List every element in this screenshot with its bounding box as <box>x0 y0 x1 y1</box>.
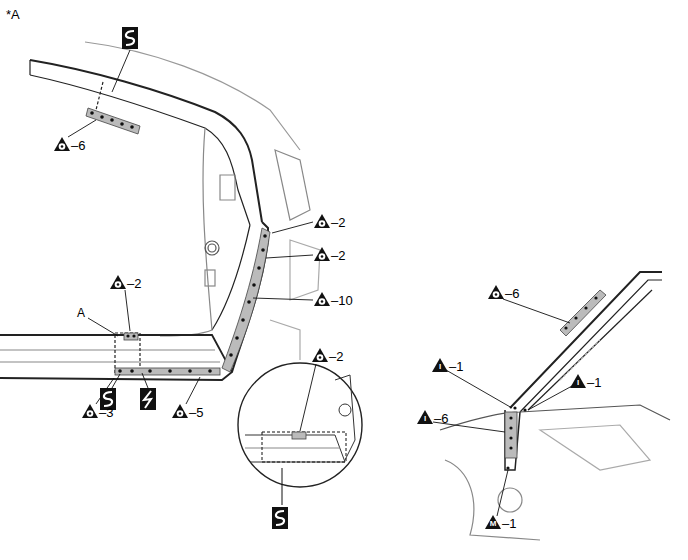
weld-circle <box>317 354 324 361</box>
callout-number: –2 <box>127 277 141 290</box>
callout-number: –6 <box>434 412 448 425</box>
weld-dot <box>89 412 92 415</box>
weld-triangle <box>314 247 330 261</box>
weld-symbol <box>314 247 330 261</box>
weld-triangle <box>82 404 98 418</box>
callout-number: –6 <box>71 139 85 152</box>
weld-triangle <box>312 348 328 362</box>
weld-dot <box>61 145 64 148</box>
weld-symbol <box>82 404 98 418</box>
weld-triangle <box>314 214 330 228</box>
callout-number: –6 <box>505 287 519 300</box>
weld-dot <box>319 356 322 359</box>
weld-circle <box>177 410 184 417</box>
weld-triangle <box>110 275 126 289</box>
weld-symbol <box>432 358 448 372</box>
leader-line <box>68 50 572 516</box>
icon-letter: I <box>439 363 441 371</box>
weld-circle <box>319 220 326 227</box>
weld-circle <box>319 298 326 305</box>
weld-triangle <box>570 374 586 388</box>
weld-circle <box>319 253 326 260</box>
icon-letter: I <box>424 415 426 423</box>
weld-dot <box>321 222 324 225</box>
weld-dot <box>179 412 182 415</box>
callout-number: –1 <box>587 376 601 389</box>
weld-symbol <box>570 374 586 388</box>
weld-symbol <box>314 214 330 228</box>
weld-symbol <box>54 137 70 151</box>
right-body-view <box>440 272 670 540</box>
callout-number: –5 <box>189 406 203 419</box>
weld-dot <box>117 283 120 286</box>
weld-triangle <box>417 410 433 424</box>
weld-triangle <box>314 292 330 306</box>
weld-symbol <box>314 292 330 306</box>
callout-number: –2 <box>331 216 345 229</box>
callout-number: –1 <box>449 360 463 373</box>
weld-dot <box>495 293 498 296</box>
weld-dot <box>321 255 324 258</box>
weld-triangle <box>432 358 448 372</box>
label-text: A <box>77 307 85 319</box>
weld-symbol <box>485 515 501 529</box>
weld-triangle <box>485 515 501 529</box>
detail-inset <box>238 363 362 505</box>
weld-triangle <box>172 404 188 418</box>
weld-circle <box>493 291 500 298</box>
callout-number: –2 <box>331 249 345 262</box>
callout-number: –2 <box>329 350 343 363</box>
section-symbol <box>100 27 288 529</box>
weld-symbol <box>172 404 188 418</box>
weld-triangle <box>488 285 504 299</box>
weld-symbol <box>417 410 433 424</box>
weld-symbol <box>312 348 328 362</box>
left-body-side <box>0 42 320 380</box>
callout-number: –3 <box>99 406 113 419</box>
weld-circle <box>115 281 122 288</box>
weld-dot <box>506 296 597 469</box>
weld-circle <box>87 410 94 417</box>
weld-band <box>505 290 606 458</box>
icon-letter: I <box>577 379 579 387</box>
label-text: *A <box>6 8 20 21</box>
weld-dot <box>321 300 324 303</box>
weld-symbol <box>110 275 126 289</box>
weld-symbol <box>488 285 504 299</box>
weld-circle <box>59 143 66 150</box>
weld-dot <box>90 111 267 373</box>
callout-number: –10 <box>331 294 353 307</box>
weld-band <box>86 108 270 375</box>
weld-triangle <box>54 137 70 151</box>
icon-letter: M <box>490 520 497 528</box>
callout-number: –1 <box>502 517 516 530</box>
